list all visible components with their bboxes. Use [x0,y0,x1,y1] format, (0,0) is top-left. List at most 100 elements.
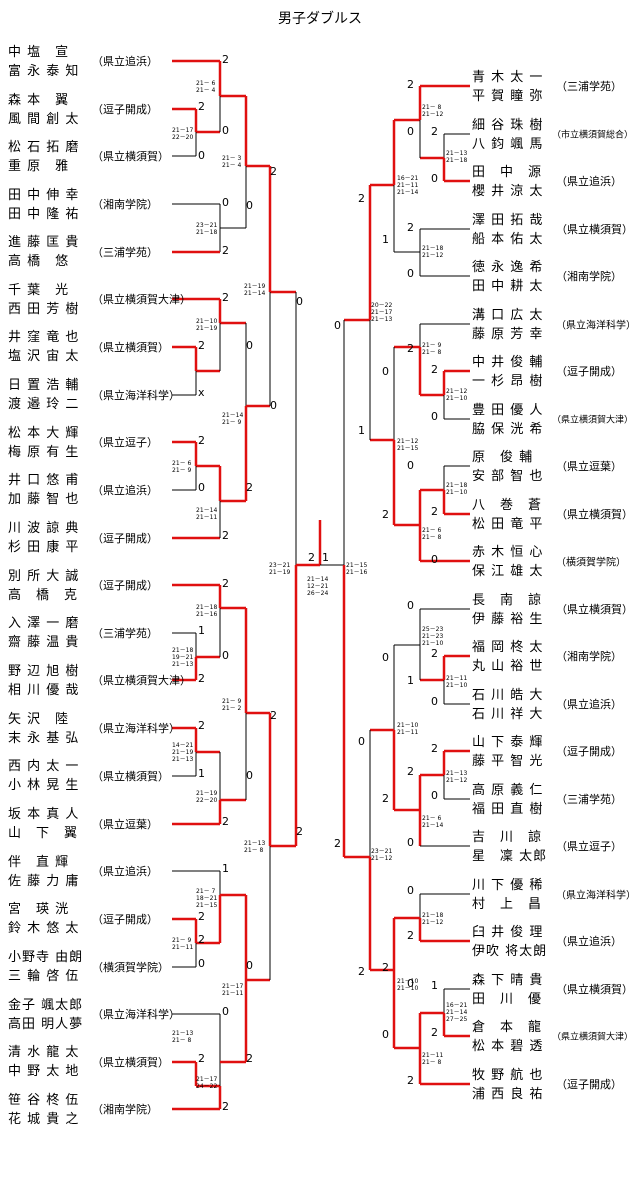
result-mark: 0 [407,884,414,897]
left-school: （県立横須賀） [92,770,169,783]
match-score: 21－11 21－10 [446,675,468,689]
left-entry: 伴 直 輝佐 藤 力 庸 [8,855,80,889]
result-mark: 1 [431,979,438,992]
match-score: 21－17 21－11 [222,983,244,997]
left-school: （県立海洋科学） [92,1008,180,1021]
match-score: 16－21 21－14 27－25 [446,1002,468,1023]
left-school: （県立横須賀大津） [92,293,191,306]
match-score: 21－10 21－19 [196,318,218,332]
result-mark: 0 [382,651,389,664]
right-entry: 豊 田 優 人脇 保 洸 希 [472,403,544,437]
result-mark: 0 [246,769,253,782]
right-entry: 青 木 太 一平 賀 瞳 弥 [472,70,544,104]
right-entry: 牧 野 航 也浦 西 良 祐 [472,1068,544,1102]
result-mark: 0 [407,977,414,990]
right-entry: 吉 川 諒星 凜 太郎 [472,830,548,864]
result-mark: 1 [407,674,414,687]
match-score: 21－19 22－20 [196,790,218,804]
right-school: （県立横須賀） [556,508,633,521]
right-school: （横須賀学院） [556,557,626,569]
result-mark: 2 [198,719,205,732]
match-score: 21－12 21－15 [397,438,419,452]
result-mark: 2 [407,1074,414,1087]
result-mark: 0 [198,481,205,494]
left-entry: 野 辺 旭 樹相 川 優 哉 [8,664,80,698]
left-entry: 井 窪 竜 也塩 沢 宙 太 [8,330,80,364]
result-mark: 1 [198,767,205,780]
result-mark: 0 [358,735,365,748]
result-mark: 2 [270,709,277,722]
result-mark: 0 [407,267,414,280]
result-mark: 2 [431,1026,438,1039]
match-score: 21－10 21－10 [397,978,419,992]
result-mark: 0 [246,959,253,972]
result-mark: 2 [198,672,205,685]
right-school: （湘南学院） [556,650,622,663]
right-entry: 川 下 優 稀村 上 昌 [472,878,544,912]
left-entry: 別 所 大 誠高 橋 克 [8,569,80,603]
right-school: （逗子開成） [556,745,622,758]
match-score: 21－14 21－ 9 [222,412,244,426]
right-school: （逗子開成） [556,365,622,378]
match-score: 21－ 3 21－ 4 [222,155,242,169]
left-entry: 宮 瑛 洸鈴 木 悠 太 [8,902,80,936]
left-entry: 進 藤 匡 貴高 橋 悠 [8,235,80,269]
right-entry: 臼 井 俊 理伊吹 将太朗 [472,925,548,959]
left-entry: 中 塩 宣富 永 泰 知 [8,45,80,79]
result-mark: 0 [431,553,438,566]
result-mark: 0 [382,365,389,378]
result-mark: 1 [198,624,205,637]
result-mark: 0 [382,1028,389,1041]
right-school: （県立逗子） [556,840,622,853]
result-mark: 2 [198,100,205,113]
result-mark: 0 [246,339,253,352]
left-school: （県立横須賀） [92,341,169,354]
match-score: 25－23 21－23 21－10 [422,626,444,647]
left-school: （県立逗葉） [92,818,158,831]
right-school: （県立追浜） [556,698,622,711]
left-school: （県立逗子） [92,436,158,449]
result-mark: 0 [407,836,414,849]
left-entry: 西 内 太 一小 林 晃 生 [8,759,80,793]
right-entry: 森 下 晴 貴田 川 優 [472,973,544,1007]
match-score: 21－17 22－20 [172,127,194,141]
result-mark: 0 [222,649,229,662]
match-score: 21－14 21－11 [196,507,218,521]
left-entry: 日 置 浩 輔渡 邉 玲 二 [8,378,80,412]
result-mark: 2 [222,529,229,542]
result-mark: 2 [308,551,315,564]
right-entry: 徳 永 逸 希田 中 耕 太 [472,260,544,294]
match-score: 21－18 19－21 21－13 [172,647,194,668]
right-entry: 澤 田 拓 哉船 本 佑 太 [472,213,544,247]
result-mark: 0 [296,295,303,308]
result-mark: 2 [246,481,253,494]
result-mark: 2 [382,508,389,521]
result-mark: 2 [358,192,365,205]
result-mark: 2 [382,961,389,974]
right-entry: 田 中 源櫻 井 涼 太 [472,165,544,199]
left-school: （逗子開成） [92,579,158,592]
left-school: （逗子開成） [92,913,158,926]
result-mark: 2 [296,825,303,838]
result-mark: 2 [407,221,414,234]
result-mark: 2 [246,1052,253,1065]
match-score: 21－ 9 21－ 8 [422,342,442,356]
result-mark: 2 [222,1100,229,1113]
result-mark: 0 [407,125,414,138]
left-school: （県立追浜） [92,55,158,68]
right-school: （逗子開成） [556,1078,622,1091]
result-mark: 0 [270,399,277,412]
match-score: 20－22 21－17 21－13 [371,302,393,323]
right-entry: 福 岡 柊 太丸 山 裕 世 [472,640,544,674]
match-score: 23－21 21－19 [269,562,291,576]
result-mark: 2 [222,291,229,304]
match-score: 21－ 6 21－14 [422,815,444,829]
right-school: （県立海洋科学） [556,890,636,902]
right-school: （三浦学苑） [556,80,622,93]
left-entry: 金子 颯太郎高田 明人夢 [8,998,84,1032]
match-score: 16－21 21－11 21－14 [397,175,419,196]
right-school: （県立横須賀） [556,223,633,236]
result-mark: 0 [198,957,205,970]
match-score: 21－13 21－18 [446,150,468,164]
left-entry: 松 本 大 輝梅 原 有 生 [8,426,80,460]
